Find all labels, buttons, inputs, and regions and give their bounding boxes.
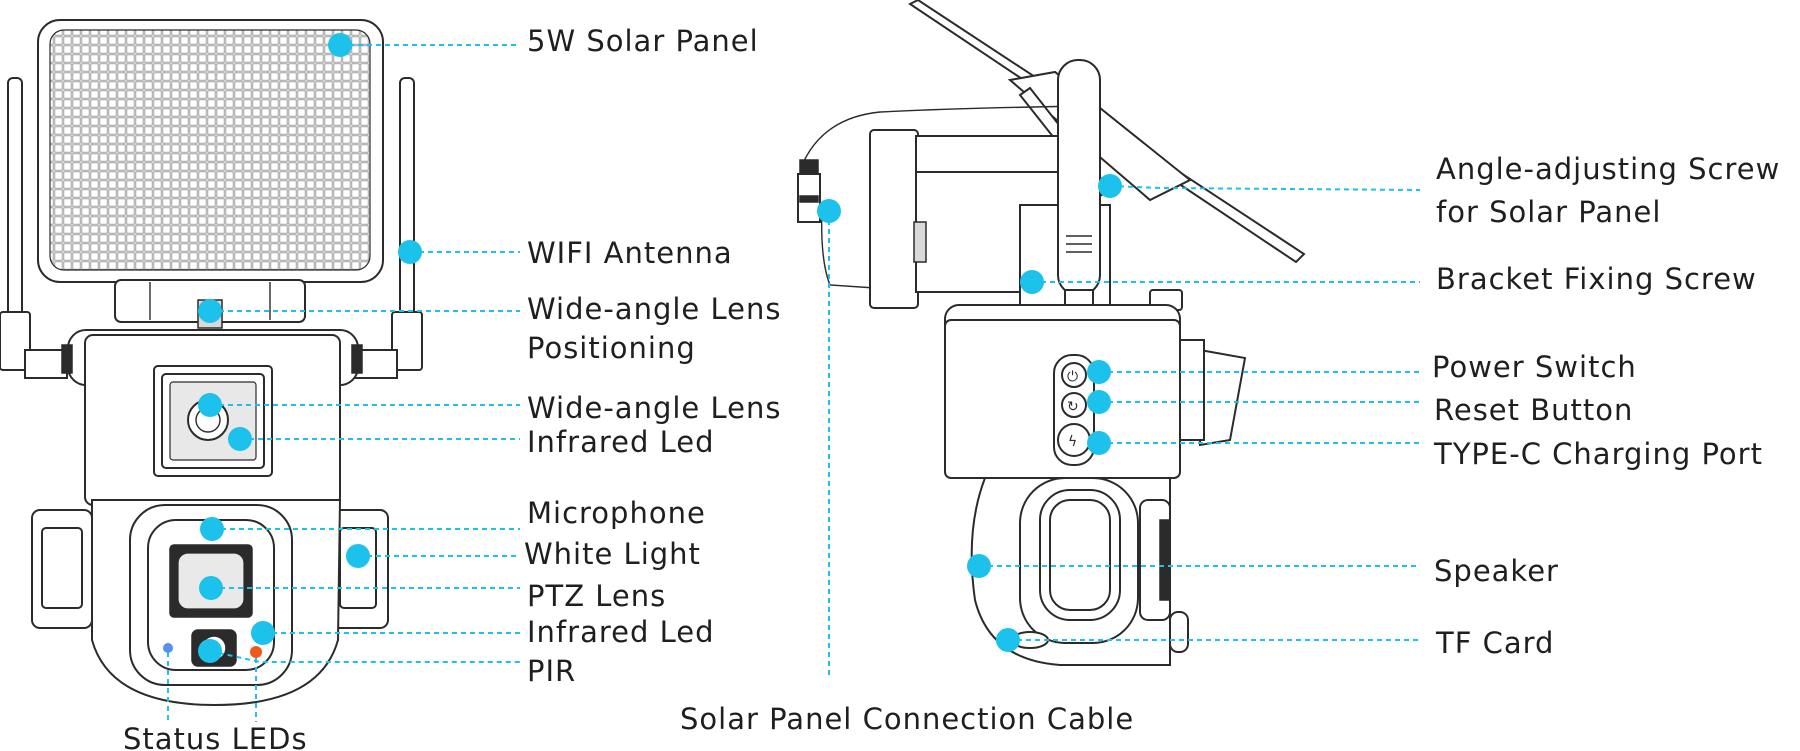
side-ptz-head bbox=[970, 477, 1189, 666]
front-solar-panel bbox=[37, 19, 384, 329]
status-led-blue bbox=[163, 643, 173, 653]
svg-text:ϟ: ϟ bbox=[1068, 434, 1077, 450]
callout-type-c-dot bbox=[1087, 431, 1111, 455]
label-type-c: TYPE-C Charging Port bbox=[1433, 437, 1763, 471]
label-solar-cable: Solar Panel Connection Cable bbox=[680, 702, 1134, 736]
label-reset-button: Reset Button bbox=[1434, 393, 1633, 427]
label-status-leds: Status LEDs bbox=[123, 722, 308, 751]
label-ptz-lens: PTZ Lens bbox=[527, 579, 666, 613]
front-view-illustration bbox=[0, 19, 423, 707]
label-white-light: White Light bbox=[524, 537, 701, 571]
label-wifi-antenna: WIFI Antenna bbox=[527, 236, 733, 270]
callout-tf-card-dot bbox=[996, 628, 1020, 652]
callout-pir-dot bbox=[198, 639, 222, 663]
label-wide-lens: Wide-angle Lens bbox=[527, 391, 781, 425]
callout-reset-button-dot bbox=[1087, 390, 1111, 414]
callout-bracket-screw-dot bbox=[1020, 270, 1044, 294]
callout-wide-lens-positioning-dot bbox=[198, 299, 222, 323]
callouts bbox=[167, 33, 1421, 722]
label-angle-screw-line2: for Solar Panel bbox=[1436, 195, 1661, 229]
front-ptz-head bbox=[91, 499, 342, 707]
label-power-switch: Power Switch bbox=[1432, 350, 1637, 384]
svg-text:↻: ↻ bbox=[1067, 399, 1079, 415]
callout-solar-cable-dot bbox=[817, 199, 841, 223]
label-speaker: Speaker bbox=[1434, 554, 1559, 588]
label-infrared-led-top: Infrared Led bbox=[527, 425, 715, 459]
label-wide-lens-positioning-line2: Positioning bbox=[527, 331, 696, 365]
left-antenna bbox=[0, 77, 68, 379]
callout-wide-lens-dot bbox=[198, 393, 222, 417]
callout-white-light-dot bbox=[346, 544, 370, 568]
callout-power-switch-dot bbox=[1087, 360, 1111, 384]
callout-solar-panel-dot bbox=[328, 33, 352, 57]
callout-angle-screw-dot bbox=[1098, 174, 1122, 198]
svg-text:⏻: ⏻ bbox=[1067, 369, 1078, 385]
callout-speaker-dot bbox=[967, 554, 991, 578]
callout-microphone-dot bbox=[200, 517, 224, 541]
label-bracket-screw: Bracket Fixing Screw bbox=[1436, 262, 1757, 296]
label-pir: PIR bbox=[527, 654, 576, 688]
callout-wifi-antenna-dot bbox=[398, 240, 422, 264]
callout-infrared-led-bottom-dot bbox=[251, 621, 275, 645]
label-microphone: Microphone bbox=[527, 496, 706, 530]
labels: 5W Solar Panel WIFI Antenna Wide-angle L… bbox=[123, 24, 1780, 751]
status-led-orange bbox=[250, 646, 262, 658]
side-view-illustration: ⏻ ↻ ϟ bbox=[797, 0, 1306, 666]
callout-ptz-lens-dot bbox=[199, 576, 223, 600]
label-wide-lens-positioning-line1: Wide-angle Lens bbox=[527, 292, 781, 326]
front-upper-housing bbox=[61, 329, 363, 506]
callout-infrared-led-top-dot bbox=[228, 427, 252, 451]
label-infrared-led-bottom: Infrared Led bbox=[527, 615, 715, 649]
label-solar-panel: 5W Solar Panel bbox=[527, 24, 759, 58]
label-tf-card: TF Card bbox=[1435, 626, 1554, 660]
label-angle-screw-line1: Angle-adjusting Screw bbox=[1436, 152, 1780, 186]
